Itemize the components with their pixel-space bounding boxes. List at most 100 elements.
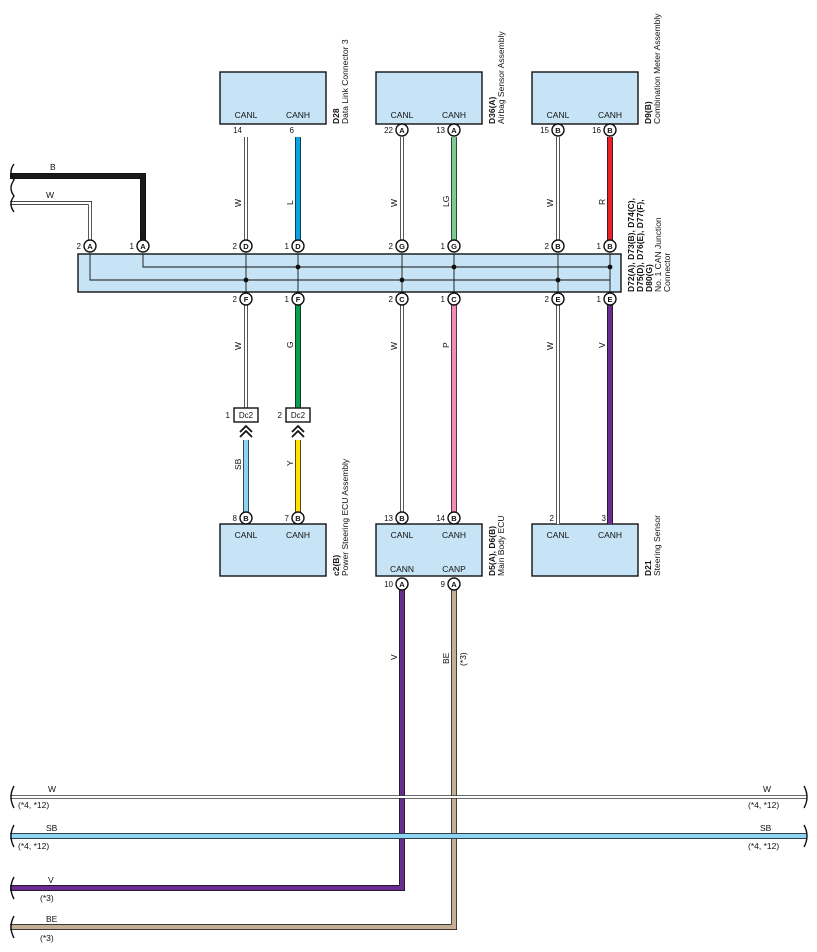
pin-j-top-g2-number: 2 (389, 242, 394, 251)
d36-canh: CANH (442, 110, 466, 120)
pin-j-bot-c2-circle (395, 292, 409, 306)
wires (10, 137, 807, 930)
bus-w-label-left: W (48, 784, 56, 794)
label-c-w: W (389, 342, 399, 350)
d5-cann: CANN (390, 564, 414, 574)
dc2-1-num: 1 (226, 411, 231, 420)
pin-j-top-d2-circle (239, 239, 253, 253)
component-names: D28 Data Link Connector 3 D36(A) Airbag … (331, 13, 672, 576)
bus-w-label-right: W (763, 784, 771, 794)
bus-w-note-left: (*4, *12) (18, 800, 49, 810)
pin-d36-h-letter: A (451, 126, 457, 135)
pin-d5-h-letter: B (451, 514, 457, 523)
pin-d9-l-letter: B (555, 126, 561, 135)
pin-j-top-a1-circle (136, 239, 150, 253)
pin-c2-l-letter: B (243, 514, 249, 523)
pin-j-bot-e1-letter: E (607, 295, 612, 304)
bus-v-label: V (48, 875, 54, 885)
pin-j-bot-f1-letter: F (296, 295, 301, 304)
pin-j-top-g1-letter: G (451, 242, 457, 251)
pin-j-bot-e1-number: 1 (597, 295, 602, 304)
pin-j-top-a1-number: 1 (130, 242, 135, 251)
pin-j-bot-f2-circle (239, 292, 253, 306)
pin-j-top-g1-circle (447, 239, 461, 253)
pin-c2-h-number: 7 (285, 514, 290, 523)
bus-sb-note-left: (*4, *12) (18, 841, 49, 851)
pin-j-top-d1-letter: D (295, 242, 301, 251)
d28-name: Data Link Connector 3 (340, 39, 350, 124)
pin-d21-h-number: 3 (602, 514, 607, 523)
dc2-2-num: 2 (278, 411, 283, 420)
bus-sb-note-right: (*4, *12) (748, 841, 779, 851)
pin-j-top-d1-number: 1 (285, 242, 290, 251)
d5-name: Main Body ECU (496, 516, 506, 576)
wire-d5-v (10, 590, 405, 891)
label-d5-v: V (389, 654, 399, 660)
pin-d5-n-letter: A (399, 580, 405, 589)
pin-j-bot-f2-number: 2 (233, 295, 238, 304)
label-d5-be: BE (441, 652, 451, 664)
label-e-w: W (545, 342, 555, 350)
d5-box (375, 523, 483, 577)
label-f-w: W (233, 342, 243, 350)
junction-code-1: D72(A), D73(B), D74(C), (626, 198, 636, 292)
label-c-p: P (441, 342, 451, 348)
bus-sb-label-right: SB (760, 823, 772, 833)
continuation-marks (10, 163, 808, 939)
label-d28-w: W (233, 199, 243, 207)
pin-d36-l-circle (395, 123, 409, 137)
c2-canl: CANL (235, 530, 258, 540)
pin-d28-h-number: 6 (290, 126, 295, 135)
pin-j-bot-c1-letter: C (451, 295, 457, 304)
pin-j-bot-e2-letter: E (555, 295, 560, 304)
pin-j-top-b1-letter: B (607, 242, 613, 251)
c2-code: c2(B) (331, 555, 341, 576)
pin-j-bot-c1-circle (447, 292, 461, 306)
junction-code-3: D80(G) (644, 264, 654, 292)
pin-j-top-a2-circle (83, 239, 97, 253)
label-d9-r: R (597, 199, 607, 205)
d36-canl: CANL (391, 110, 414, 120)
dc2-connectors (233, 407, 311, 438)
bus-be-label: BE (46, 914, 58, 924)
pin-j-bot-f1-number: 1 (285, 295, 290, 304)
pin-j-top-d2-letter: D (243, 242, 249, 251)
d36-code: D36(A) (487, 96, 497, 124)
pin-d9-l-circle (551, 123, 565, 137)
dc2-2-label: Dc2 (291, 411, 306, 420)
pin-d21-l-number: 2 (550, 514, 555, 523)
junction-code-2: D75(D), D76(E), D77(F), (635, 199, 645, 292)
d9-canl: CANL (547, 110, 570, 120)
junction-vertical-stubs (245, 254, 611, 292)
junction-name-2: Connector (662, 253, 672, 292)
pin-j-top-b2-letter: B (555, 242, 561, 251)
label-c2-y: Y (285, 460, 295, 466)
d9-canh: CANH (598, 110, 622, 120)
pin-j-top-g2-letter: G (399, 242, 405, 251)
pin-d28-l-number: 14 (233, 126, 242, 135)
d5-canh: CANH (442, 530, 466, 540)
pin-d5-l-number: 13 (384, 514, 393, 523)
pin-d5-l-letter: B (399, 514, 405, 523)
label-d36-lg: LG (441, 196, 451, 207)
label-left-b: B (50, 162, 56, 172)
c2-box (219, 523, 327, 577)
label-c2-sb: SB (233, 458, 243, 470)
pin-j-top-b1-number: 1 (597, 242, 602, 251)
pin-j-top-g2-circle (395, 239, 409, 253)
pin-d5-h-number: 14 (436, 514, 445, 523)
pin-c2-l-number: 8 (233, 514, 238, 523)
bus-v-note: (*3) (40, 893, 54, 903)
pin-j-top-d2-number: 2 (233, 242, 238, 251)
d28-canl: CANL (235, 110, 258, 120)
pin-j-top-d1-circle (291, 239, 305, 253)
junction-box (77, 253, 622, 293)
pin-d5-l-circle (395, 511, 409, 525)
pin-d36-h-number: 13 (436, 126, 445, 135)
d5-canl: CANL (391, 530, 414, 540)
pin-j-bot-c2-number: 2 (389, 295, 394, 304)
d5-code: D5(A), D6(B) (487, 526, 497, 576)
d9-code: D9(B) (643, 101, 653, 124)
pin-j-top-b1-circle (603, 239, 617, 253)
